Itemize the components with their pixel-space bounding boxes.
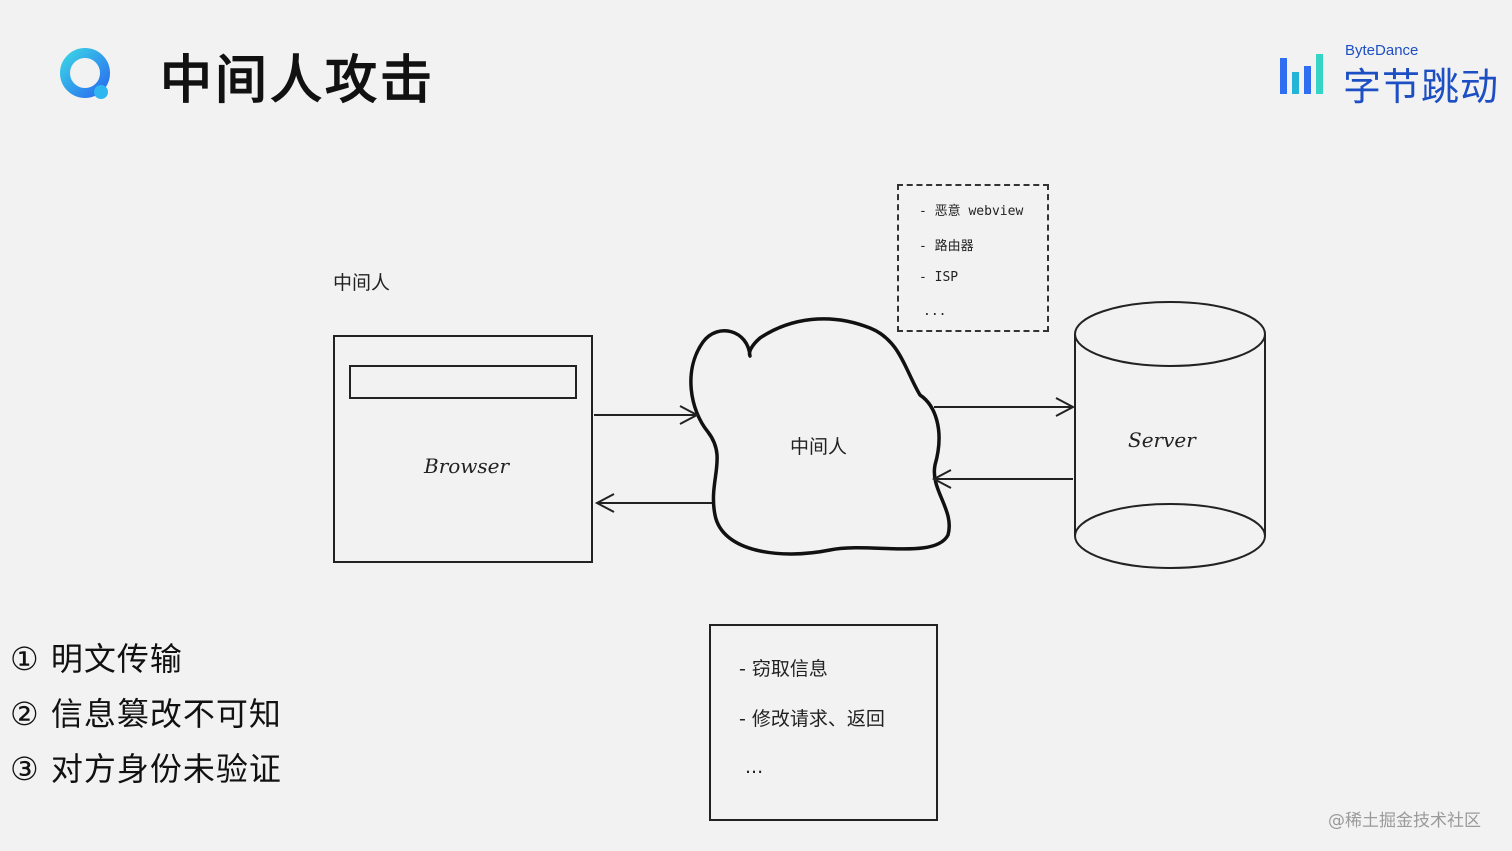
arrow-mitm-to-browser <box>594 493 712 513</box>
browser-label: Browser <box>424 454 510 478</box>
effect-item: ... <box>745 756 764 778</box>
mitm-source-item: ... <box>923 304 947 319</box>
mitm-source-item: - ISP <box>919 270 959 285</box>
effect-item: - 修改请求、返回 <box>739 708 885 730</box>
browser-window <box>333 335 593 563</box>
page-title: 中间人攻击 <box>160 51 436 111</box>
mitm-source-item: - 路由器 <box>919 239 974 254</box>
point-item: ② 信息篡改不可知 <box>10 695 282 733</box>
logo-icon <box>60 48 110 99</box>
browser-address-bar <box>349 365 577 399</box>
mitm-sources-box: - 恶意 webview - 路由器 - ISP ... <box>897 184 1049 332</box>
server-cylinder <box>1074 301 1266 569</box>
attack-effects-box: - 窃取信息 - 修改请求、返回 ... <box>709 624 938 821</box>
watermark: @稀土掘金技术社区 <box>1328 811 1481 831</box>
mitm-source-item: - 恶意 webview <box>919 204 1024 219</box>
brand-name-en: ByteDance <box>1345 42 1419 59</box>
arrow-browser-to-mitm <box>594 405 700 425</box>
cloud-label: 中间人 <box>790 436 848 458</box>
brand-name-cn: 字节跳动 <box>1343 65 1500 109</box>
point-item: ③ 对方身份未验证 <box>10 750 282 788</box>
arrow-server-to-mitm <box>931 469 1073 489</box>
mitm-cloud <box>689 317 951 556</box>
server-label: Server <box>1128 428 1196 452</box>
mitm-label: 中间人 <box>333 272 391 294</box>
arrow-mitm-to-server <box>934 397 1076 417</box>
bytedance-logo-icon <box>1280 54 1323 94</box>
point-item: ① 明文传输 <box>10 640 183 678</box>
effect-item: - 窃取信息 <box>739 658 828 680</box>
